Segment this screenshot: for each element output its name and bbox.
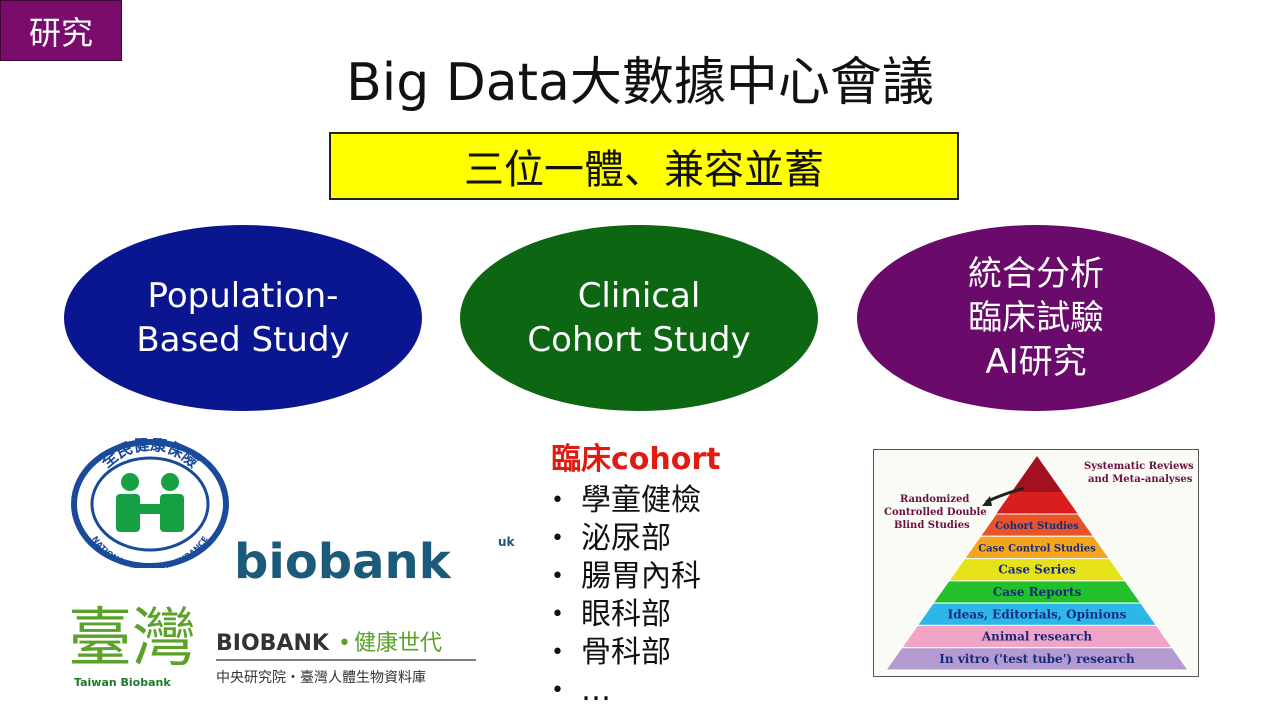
pyramid-tier-label: Case Reports [993, 585, 1082, 599]
bullet: • [551, 678, 564, 703]
bullet: • [551, 526, 564, 551]
taiwan-biobank-glyphs: 臺灣 [68, 602, 196, 676]
meta-analysis-ai-ellipse: 統合分析 臨床試驗 AI研究 [857, 225, 1215, 411]
ellipse-line: Clinical [577, 276, 701, 316]
list-item: •… [551, 672, 721, 710]
clinical-cohort-list: 臨床cohort •學童健檢 •泌尿部 •腸胃內科 •眼科部 •骨科部 •… [551, 434, 721, 710]
section-tag-label: 研究 [28, 13, 93, 52]
bullet: • [551, 564, 564, 589]
uk-biobank-suffix: uk [498, 535, 516, 549]
ellipse-line: Cohort Study [527, 320, 751, 360]
pyramid-tier-top [1011, 456, 1063, 492]
list-item: • 眼科部 [551, 596, 721, 634]
list-item-label: 泌尿部 [581, 521, 671, 556]
slide-title: Big Data大數據中心會議 [346, 53, 934, 113]
bullet: • [551, 602, 564, 627]
uk-biobank-logo: biobank uk [234, 534, 516, 586]
section-tag: 研究 [0, 0, 122, 61]
pyramid-tier-rct [996, 492, 1078, 514]
pyramid-tier-label: In vitro ('test tube') research [939, 652, 1135, 666]
pyramid-tier [885, 647, 1189, 671]
list-item: • 學童健檢 [551, 482, 721, 520]
ellipse-line: 臨床試驗 [968, 298, 1104, 338]
pyramid-tier-label: Case Control Studies [978, 543, 1096, 554]
taiwan-biobank-slogan: 健康世代 [354, 631, 442, 656]
list-item-label: 眼科部 [581, 597, 671, 632]
nhi-logo: 全民健康保險 NATIONAL HEALTH INSURANCE [71, 438, 229, 568]
subtitle-box: 三位一體、兼容並蓄 [329, 132, 959, 200]
list-item-label: … [581, 673, 611, 708]
taiwan-biobank-caption: Taiwan Biobank [74, 676, 171, 689]
uk-biobank-word: biobank [234, 534, 452, 586]
nhi-people-icon [116, 473, 184, 532]
pyramid-tier-label: Cohort Studies [995, 521, 1079, 532]
callout-left-line: Randomized [900, 494, 969, 505]
ellipse-line: Population- [147, 276, 339, 316]
taiwan-biobank-dot: • [338, 631, 351, 656]
callout-left-line: Blind Studies [894, 520, 970, 531]
clinical-cohort-heading: 臨床cohort [551, 442, 721, 477]
bullet: • [551, 488, 564, 513]
list-item: • 骨科部 [551, 634, 721, 672]
bullet: • [551, 640, 564, 665]
taiwan-biobank-logo: 臺灣 Taiwan Biobank BIOBANK • 健康世代 中央研究院・臺… [68, 602, 476, 689]
pyramid-tier-label: Ideas, Editorials, Opinions [948, 607, 1127, 621]
list-item-label: 腸胃內科 [581, 559, 701, 594]
ellipse-line: Based Study [136, 320, 350, 360]
clinical-cohort-study-ellipse: Clinical Cohort Study [460, 225, 818, 411]
callout-left-line: Controlled Double [884, 507, 987, 518]
taiwan-biobank-name: BIOBANK [216, 631, 330, 656]
list-item: • 腸胃內科 [551, 558, 721, 596]
pyramid-tier-label: Animal research [981, 630, 1093, 644]
callout-right-line: and Meta-analyses [1088, 474, 1193, 485]
taiwan-biobank-org: 中央研究院・臺灣人體生物資料庫 [216, 669, 426, 686]
list-item: • 泌尿部 [551, 520, 721, 558]
ellipse-line: AI研究 [985, 342, 1087, 382]
population-based-study-ellipse: Population- Based Study [64, 225, 422, 411]
subtitle-text: 三位一體、兼容並蓄 [464, 147, 824, 193]
list-item-label: 骨科部 [581, 635, 671, 670]
ellipse-line: 統合分析 [968, 254, 1104, 294]
pyramid-tier-label: Case Series [998, 563, 1076, 577]
callout-right-line: Systematic Reviews [1084, 461, 1194, 472]
list-item-label: 學童健檢 [581, 483, 701, 518]
